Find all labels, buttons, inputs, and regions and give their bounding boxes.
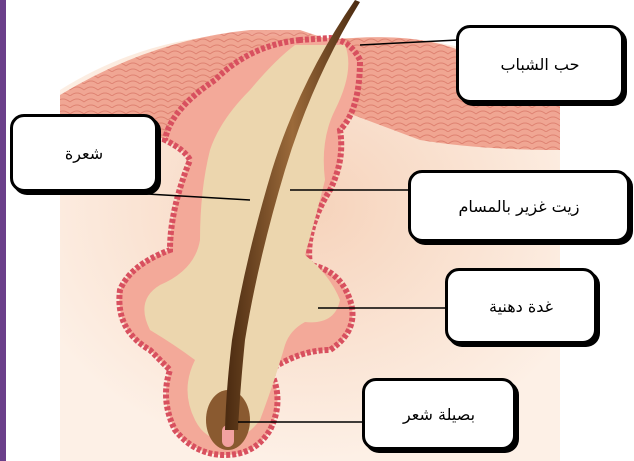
label-hair-follicle: بصيلة شعر (362, 378, 516, 450)
label-sebaceous-gland: غدة دهنية (445, 268, 597, 344)
label-sebum: زيت غزير بالمسام (408, 170, 630, 242)
label-pimple: حب الشباب (456, 25, 624, 103)
label-hair: شعرة (10, 114, 158, 192)
